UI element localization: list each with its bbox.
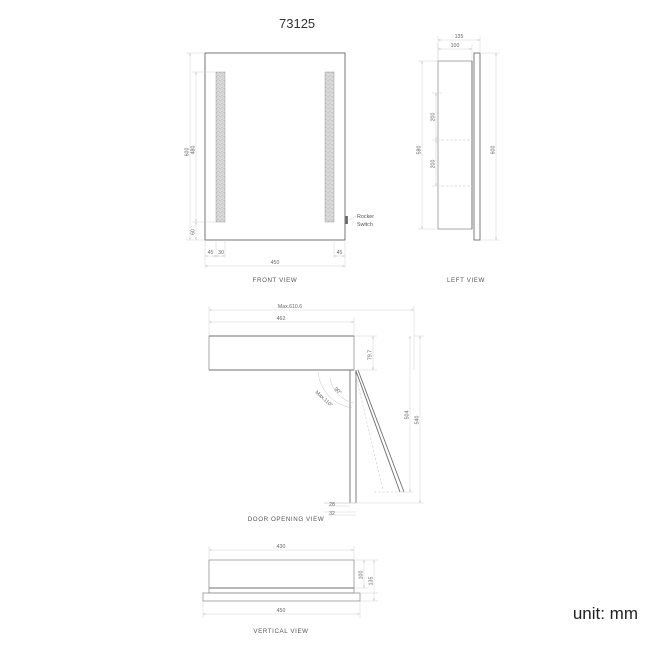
left-dim-overall-height: 600 xyxy=(491,146,497,155)
unit-label: unit: mm xyxy=(573,604,638,623)
left-view-label: LEFT VIEW xyxy=(447,277,485,284)
front-dim-led-width: 30 xyxy=(218,250,224,256)
door-dim-angle-max: Max.110° xyxy=(314,390,334,409)
page-title: 73125 xyxy=(279,16,315,31)
door-opening-view-label: DOOR OPENING VIEW xyxy=(248,516,325,523)
front-dim-bottom-offset: 60 xyxy=(191,229,197,235)
left-dim-upper-shelf: 200 xyxy=(431,113,437,122)
led-strip-left xyxy=(215,71,226,223)
left-view: 135 100 580 200 200 600 LEFT VIEW xyxy=(417,34,500,284)
left-dim-overall-depth: 135 xyxy=(455,34,464,40)
vertical-view-label: VERTICAL VIEW xyxy=(253,628,308,635)
door-dim-base-a: 28 xyxy=(329,502,335,508)
front-dim-overall-width: 450 xyxy=(271,260,280,266)
vertical-dim-overall-width: 450 xyxy=(277,608,286,614)
door-dim-angle-right: 90° xyxy=(333,386,343,396)
front-dim-right-margin: 45 xyxy=(337,250,343,256)
left-dim-body-height: 580 xyxy=(417,146,423,155)
rocker-switch-label-line1: Rocker xyxy=(357,214,374,220)
front-dim-left-margin: 45 xyxy=(208,250,214,256)
door-dim-max-projection: Max.610.6 xyxy=(278,304,302,310)
vertical-dim-inner-width: 430 xyxy=(277,544,286,550)
left-dim-body-depth: 100 xyxy=(451,43,460,49)
vertical-dim-inner-height: 100 xyxy=(359,571,365,580)
front-view-label: FRONT VIEW xyxy=(253,277,298,284)
front-dim-led-height: 480 xyxy=(191,146,197,155)
door-dim-overall-height: 540 xyxy=(415,416,421,425)
door-opening-view: 90° Max.110° Max.610.6 462 79.7 504 540 … xyxy=(208,304,424,523)
rocker-switch-label-line2: Switch xyxy=(357,222,373,228)
led-strip-right xyxy=(324,71,335,223)
door-dim-base-b: 32 xyxy=(329,511,335,517)
front-dim-overall-height: 600 xyxy=(185,148,191,157)
vertical-dim-overall-height: 135 xyxy=(369,577,375,586)
front-view: Rocker Switch 600 480 60 45 30 45 450 FR… xyxy=(185,52,374,284)
door-dim-door-height: 504 xyxy=(405,411,411,420)
door-dim-hinge-offset: 79.7 xyxy=(368,350,374,360)
door-dim-body-width: 462 xyxy=(277,316,286,322)
left-dim-lower-shelf: 200 xyxy=(431,160,437,169)
rocker-switch-marker xyxy=(345,216,348,224)
vertical-view: 430 450 100 135 VERTICAL VIEW xyxy=(202,544,378,635)
